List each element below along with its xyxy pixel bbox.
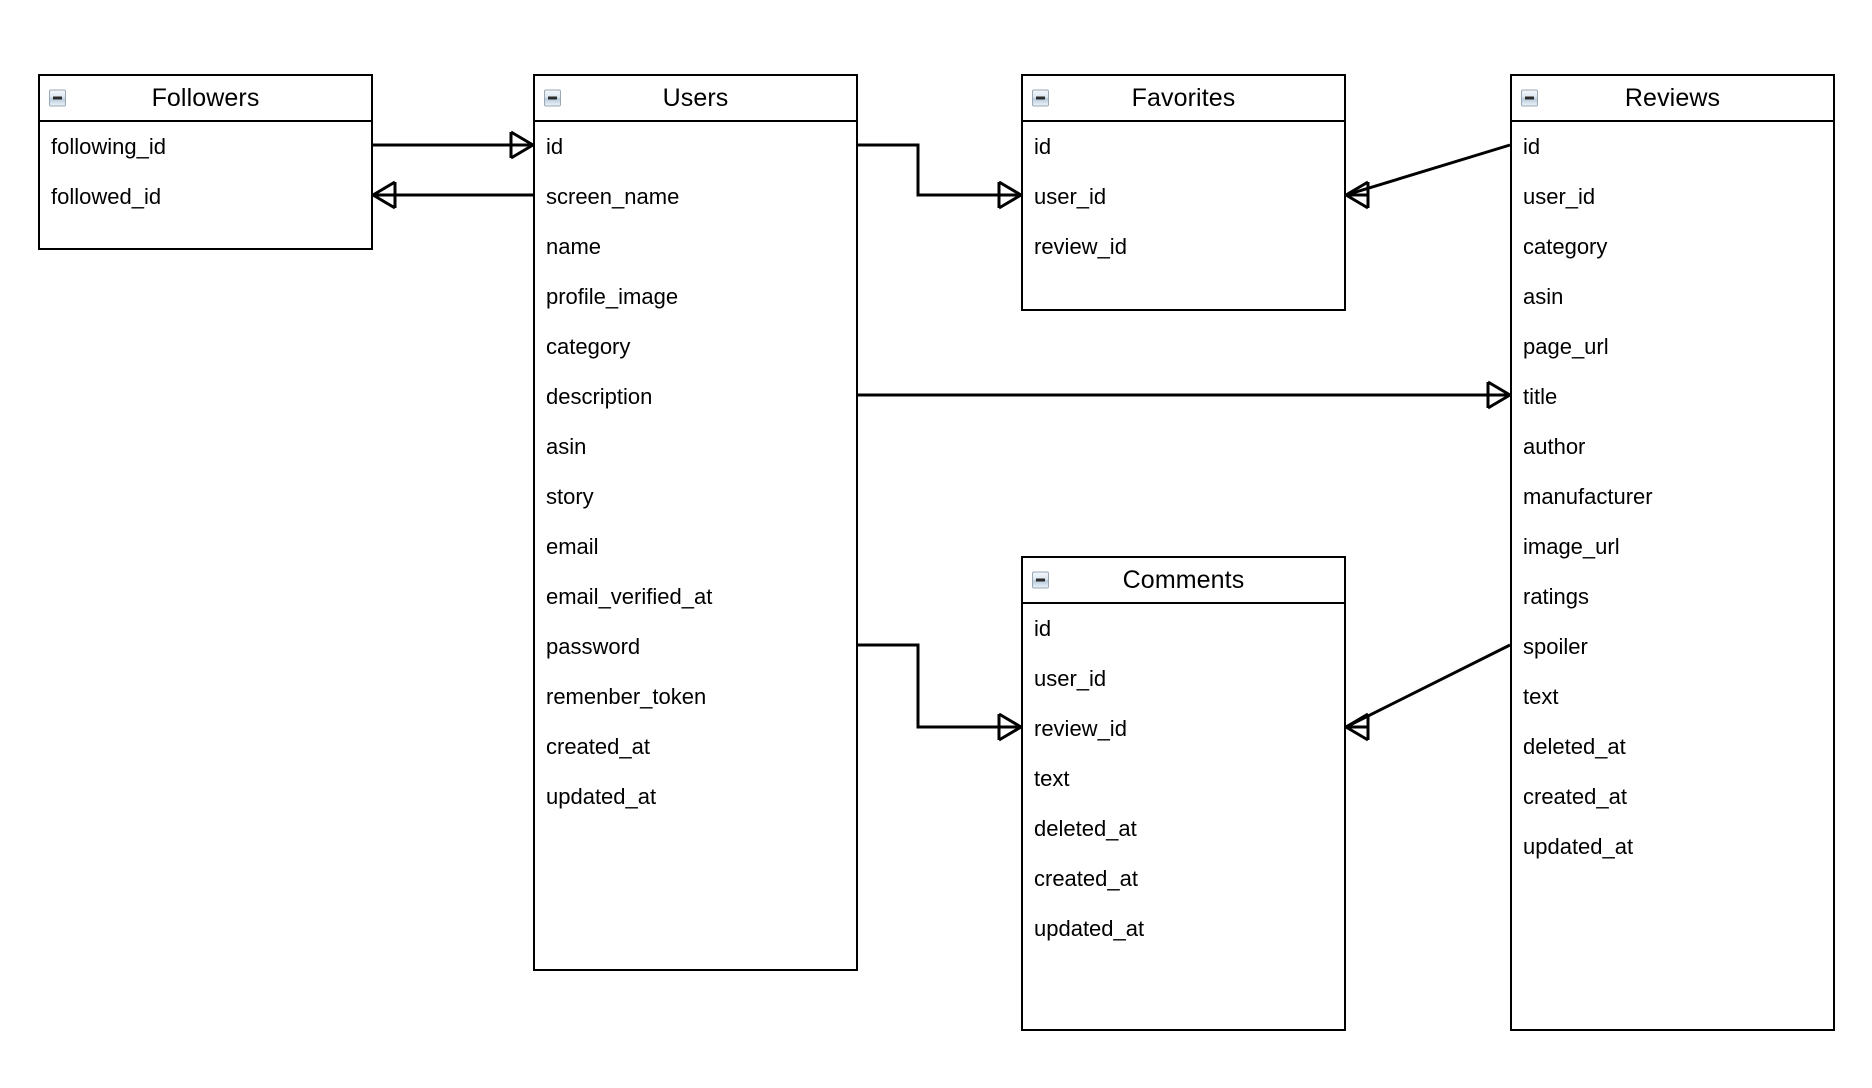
entity-title-reviews: Reviews (1624, 83, 1721, 112)
crowsfoot-comments-right (1345, 712, 1370, 742)
field-users-email[interactable]: email (546, 534, 599, 559)
field-users-category[interactable]: category (546, 334, 631, 359)
field-reviews-spoiler[interactable]: spoiler (1523, 634, 1588, 659)
entity-title-users: Users (662, 83, 729, 112)
crowsfoot-favorites-review-id-right (1345, 180, 1370, 210)
field-followers-following_id[interactable]: following_id (51, 134, 166, 159)
field-users-profile_image[interactable]: profile_image (546, 284, 679, 309)
field-users-story[interactable]: story (546, 484, 594, 509)
edge-favorites-reviews (1345, 143, 1511, 197)
entity-header-favorites[interactable]: Favorites (1023, 76, 1344, 122)
field-followers-followed_id[interactable]: followed_id (51, 184, 162, 209)
field-list-favorites: id user_id review_id (1023, 122, 1344, 272)
field-comments-updated_at[interactable]: updated_at (1034, 916, 1145, 941)
field-reviews-id[interactable]: id (1523, 134, 1541, 159)
crowsfoot-users-id-left (509, 130, 534, 160)
crowsfoot-reviews-title-left (1486, 380, 1511, 410)
entity-header-reviews[interactable]: Reviews (1512, 76, 1833, 122)
edge-users-comments (858, 643, 1021, 729)
field-reviews-author[interactable]: author (1523, 434, 1586, 459)
field-favorites-user_id[interactable]: user_id (1034, 184, 1107, 209)
collapse-minus-icon[interactable] (1032, 571, 1049, 589)
field-reviews-created_at[interactable]: created_at (1523, 784, 1627, 809)
field-reviews-deleted_at[interactable]: deleted_at (1523, 734, 1626, 759)
field-users-name[interactable]: name (546, 234, 602, 259)
entity-header-comments[interactable]: Comments (1023, 558, 1344, 604)
field-reviews-title[interactable]: title (1523, 384, 1558, 409)
field-users-password[interactable]: password (546, 634, 641, 659)
field-list-followers: following_id followed_id (40, 122, 371, 222)
field-users-screen_name[interactable]: screen_name (546, 184, 680, 209)
entity-header-followers[interactable]: Followers (40, 76, 371, 122)
field-users-asin[interactable]: asin (546, 434, 587, 459)
field-reviews-updated_at[interactable]: updated_at (1523, 834, 1634, 859)
edge-users-favorites (858, 143, 1021, 197)
field-users-email_verified_at[interactable]: email_verified_at (546, 584, 713, 609)
field-users-remenber_token[interactable]: remenber_token (546, 684, 707, 709)
field-reviews-page_url[interactable]: page_url (1523, 334, 1609, 359)
field-users-description[interactable]: description (546, 384, 653, 409)
field-comments-deleted_at[interactable]: deleted_at (1034, 816, 1137, 841)
entity-followers[interactable]: Followers following_id followed_id (38, 74, 373, 250)
collapse-minus-icon[interactable] (1521, 89, 1538, 107)
field-comments-created_at[interactable]: created_at (1034, 866, 1138, 891)
field-users-updated_at[interactable]: updated_at (546, 784, 657, 809)
field-users-id[interactable]: id (546, 134, 564, 159)
edge-comments-reviews (1345, 643, 1511, 729)
field-reviews-ratings[interactable]: ratings (1523, 584, 1590, 609)
field-users-created_at[interactable]: created_at (546, 734, 650, 759)
field-comments-id[interactable]: id (1034, 616, 1052, 641)
entity-header-users[interactable]: Users (535, 76, 856, 122)
collapse-minus-icon[interactable] (49, 89, 66, 107)
field-reviews-user_id[interactable]: user_id (1523, 184, 1596, 209)
collapse-minus-icon[interactable] (1032, 89, 1049, 107)
field-comments-review_id[interactable]: review_id (1034, 716, 1127, 741)
field-favorites-id[interactable]: id (1034, 134, 1052, 159)
field-comments-text[interactable]: text (1034, 766, 1070, 791)
entity-title-favorites: Favorites (1131, 83, 1236, 112)
field-reviews-asin[interactable]: asin (1523, 284, 1564, 309)
entity-title-followers: Followers (151, 83, 260, 112)
field-reviews-image_url[interactable]: image_url (1523, 534, 1620, 559)
crowsfoot-comments-review-id-left (997, 712, 1022, 742)
field-comments-user_id[interactable]: user_id (1034, 666, 1107, 691)
field-reviews-manufacturer[interactable]: manufacturer (1523, 484, 1653, 509)
entity-title-comments: Comments (1122, 565, 1245, 594)
entity-favorites[interactable]: Favorites id user_id review_id (1021, 74, 1346, 311)
crowsfoot-followers-followed-id-right (372, 180, 397, 210)
field-reviews-text[interactable]: text (1523, 684, 1559, 709)
field-favorites-review_id[interactable]: review_id (1034, 234, 1127, 259)
field-reviews-category[interactable]: category (1523, 234, 1608, 259)
crowsfoot-favorites-user-id-left (997, 180, 1022, 210)
collapse-minus-icon[interactable] (544, 89, 561, 107)
